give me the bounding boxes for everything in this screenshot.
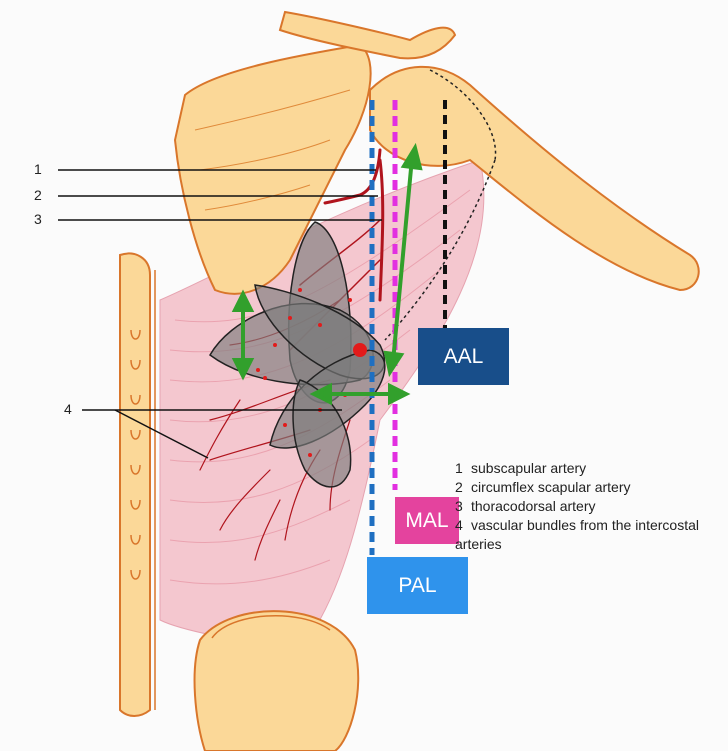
label-2: 2: [34, 187, 42, 203]
aal-box: AAL: [418, 328, 509, 385]
pal-box: PAL: [367, 557, 468, 614]
pivot-point: [353, 343, 367, 357]
aal-label: AAL: [444, 345, 484, 369]
pal-label: PAL: [398, 574, 436, 598]
clavicle: [280, 12, 455, 58]
spine: [120, 254, 150, 716]
mal-box: MAL: [395, 497, 459, 544]
mal-label: MAL: [405, 509, 448, 533]
label-1: 1: [34, 161, 42, 177]
pelvis: [195, 611, 359, 751]
label-3: 3: [34, 211, 42, 227]
label-4: 4: [64, 401, 72, 417]
